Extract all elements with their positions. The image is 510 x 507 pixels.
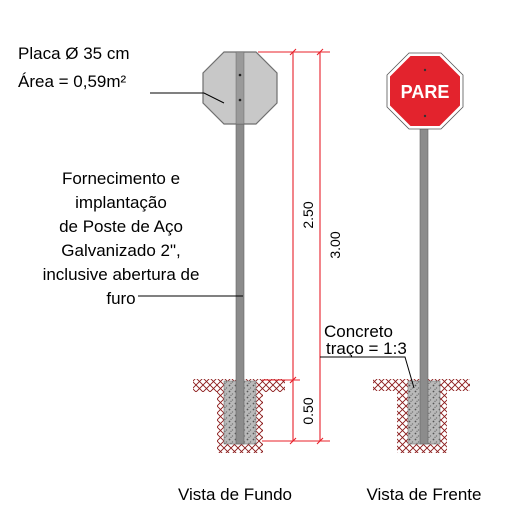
description-line-5: inclusive abertura de (43, 265, 200, 284)
bolt-icon (423, 114, 427, 118)
description-line-1: Fornecimento e (62, 169, 180, 188)
back-view (193, 51, 285, 453)
bolt-icon (238, 98, 242, 102)
dimension-label-total: 3.00 (327, 231, 343, 258)
stop-sign-face (390, 56, 460, 126)
description-line-3: de Poste de Aço (59, 217, 183, 236)
back-view-title: Vista de Fundo (178, 485, 292, 504)
description-line-6: furo (106, 289, 135, 308)
bolt-icon (423, 68, 427, 72)
concrete-mix-label: traço = 1:3 (326, 339, 407, 358)
bolt-icon (238, 73, 242, 77)
dimension-lines (258, 48, 330, 445)
stop-sign-text: PARE (401, 82, 450, 102)
dimension-label-above-ground: 2.50 (300, 201, 316, 228)
pole-back-on-plate (235, 51, 245, 125)
plate-diameter-label: Placa Ø 35 cm (18, 44, 130, 63)
leader-lines (138, 92, 415, 389)
front-view-title: Vista de Frente (367, 485, 482, 504)
description-line-2: implantação (75, 193, 167, 212)
concrete-label: Concreto (324, 322, 393, 341)
front-view: PARE (373, 52, 470, 453)
description-line-4: Galvanizado 2", (61, 241, 180, 260)
plate-area-label: Área = 0,59m² (18, 72, 127, 91)
dimension-label-below-ground: 0.50 (300, 397, 316, 424)
